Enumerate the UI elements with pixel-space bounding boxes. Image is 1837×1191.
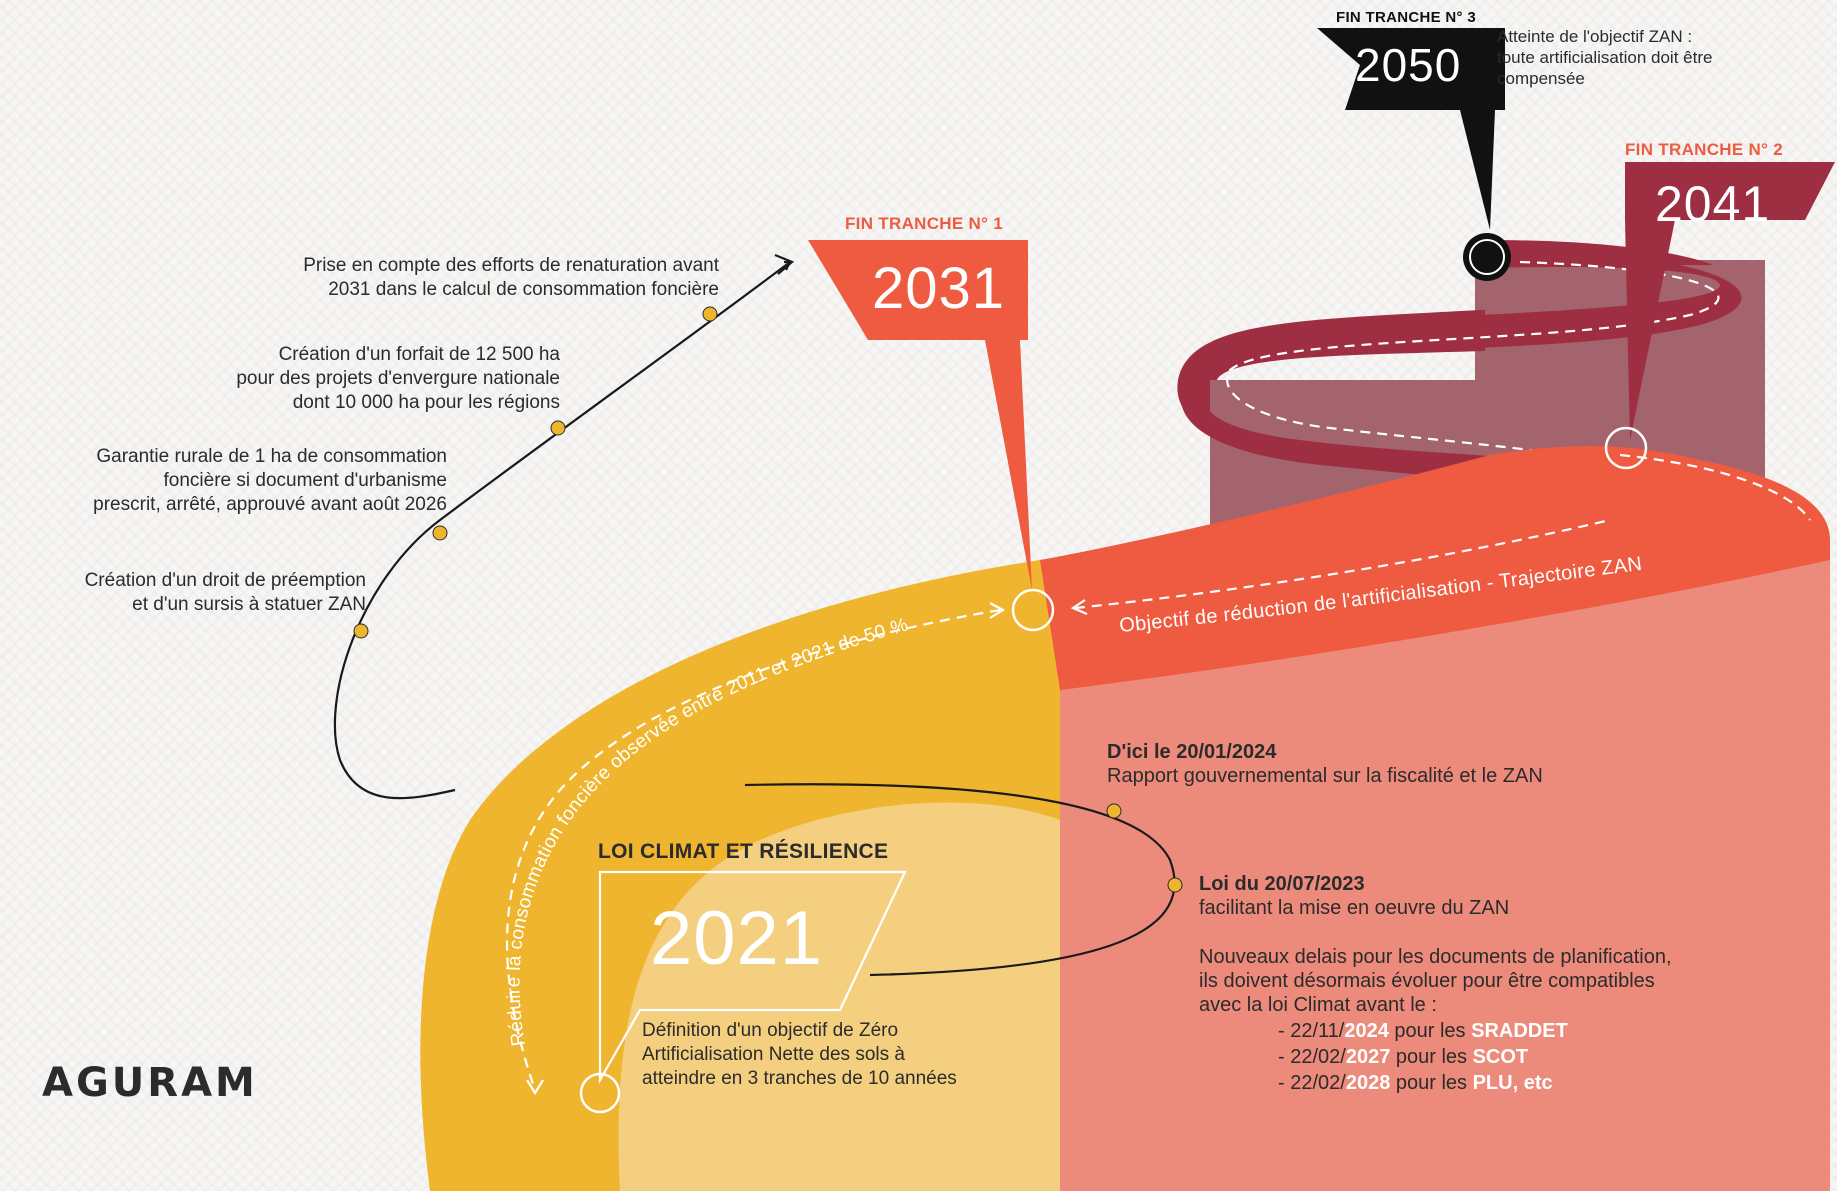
right-note-rapport: D'ici le 20/01/2024 Rapport gouvernement… xyxy=(1107,741,1543,787)
flag-label-2021: LOI CLIMAT ET RÉSILIENCE xyxy=(598,840,889,863)
flag-label-2041: FIN TRANCHE N° 2 xyxy=(1625,140,1783,159)
milestone-dot-2021 xyxy=(579,1072,621,1114)
deadline-scot: - 22/02/2027 pour les SCOT xyxy=(1278,1046,1529,1068)
flag-label-2050: FIN TRANCHE N° 3 xyxy=(1336,9,1476,26)
aguram-logo: AGURAM xyxy=(42,1060,258,1106)
note-2050: Atteinte de l'objectif ZAN : toute artif… xyxy=(1497,27,1713,88)
year-2031: 2031 xyxy=(872,256,1006,321)
flag-2021 xyxy=(598,870,907,1085)
year-2050: 2050 xyxy=(1355,39,1462,91)
milestone-dot-2031 xyxy=(1011,588,1055,632)
milestone-dot-2041 xyxy=(1604,426,1648,470)
flag-2041 xyxy=(1625,162,1835,440)
timeline-dot xyxy=(1106,803,1122,819)
deadline-plu: - 22/02/2028 pour les PLU, etc xyxy=(1278,1072,1553,1094)
road-maroon-dashes xyxy=(1226,260,1720,468)
timeline-dot xyxy=(353,623,369,639)
left-note-garantie-rurale: Garantie rurale de 1 ha de consommation … xyxy=(93,446,447,515)
note-2021: Définition d'un objectif de Zéro Artific… xyxy=(642,1020,957,1089)
right-note-loi: Loi du 20/07/2023 facilitant la mise en … xyxy=(1199,873,1510,919)
left-note-renaturation: Prise en compte des efforts de renaturat… xyxy=(303,255,719,300)
year-2041: 2041 xyxy=(1655,176,1771,232)
timeline-dot xyxy=(702,306,718,322)
year-2021: 2021 xyxy=(650,896,824,981)
timeline-dot xyxy=(550,420,566,436)
left-note-forfait: Création d'un forfait de 12 500 ha pour … xyxy=(236,344,560,413)
left-note-preemption: Création d'un droit de préemption et d'u… xyxy=(84,570,366,615)
road-coral-dashes xyxy=(1074,518,1611,610)
timeline-dot xyxy=(1167,877,1183,893)
flag-2050 xyxy=(1317,28,1505,230)
road-yellow-inner xyxy=(618,802,1060,1191)
flag-2031 xyxy=(808,240,1032,590)
road-pink-band xyxy=(1060,560,1830,1191)
timeline-dot xyxy=(432,525,448,541)
timeline-curve-left xyxy=(333,261,791,800)
timeline-curve-right xyxy=(744,783,1176,977)
flag-label-2031: FIN TRANCHE N° 1 xyxy=(845,214,1003,233)
road-yellow-dashes xyxy=(505,608,1001,1091)
deadline-sraddet: - 22/11/2024 pour les SRADDET xyxy=(1278,1020,1568,1042)
right-note-delais: Nouveaux delais pour les documents de pl… xyxy=(1199,946,1672,1016)
